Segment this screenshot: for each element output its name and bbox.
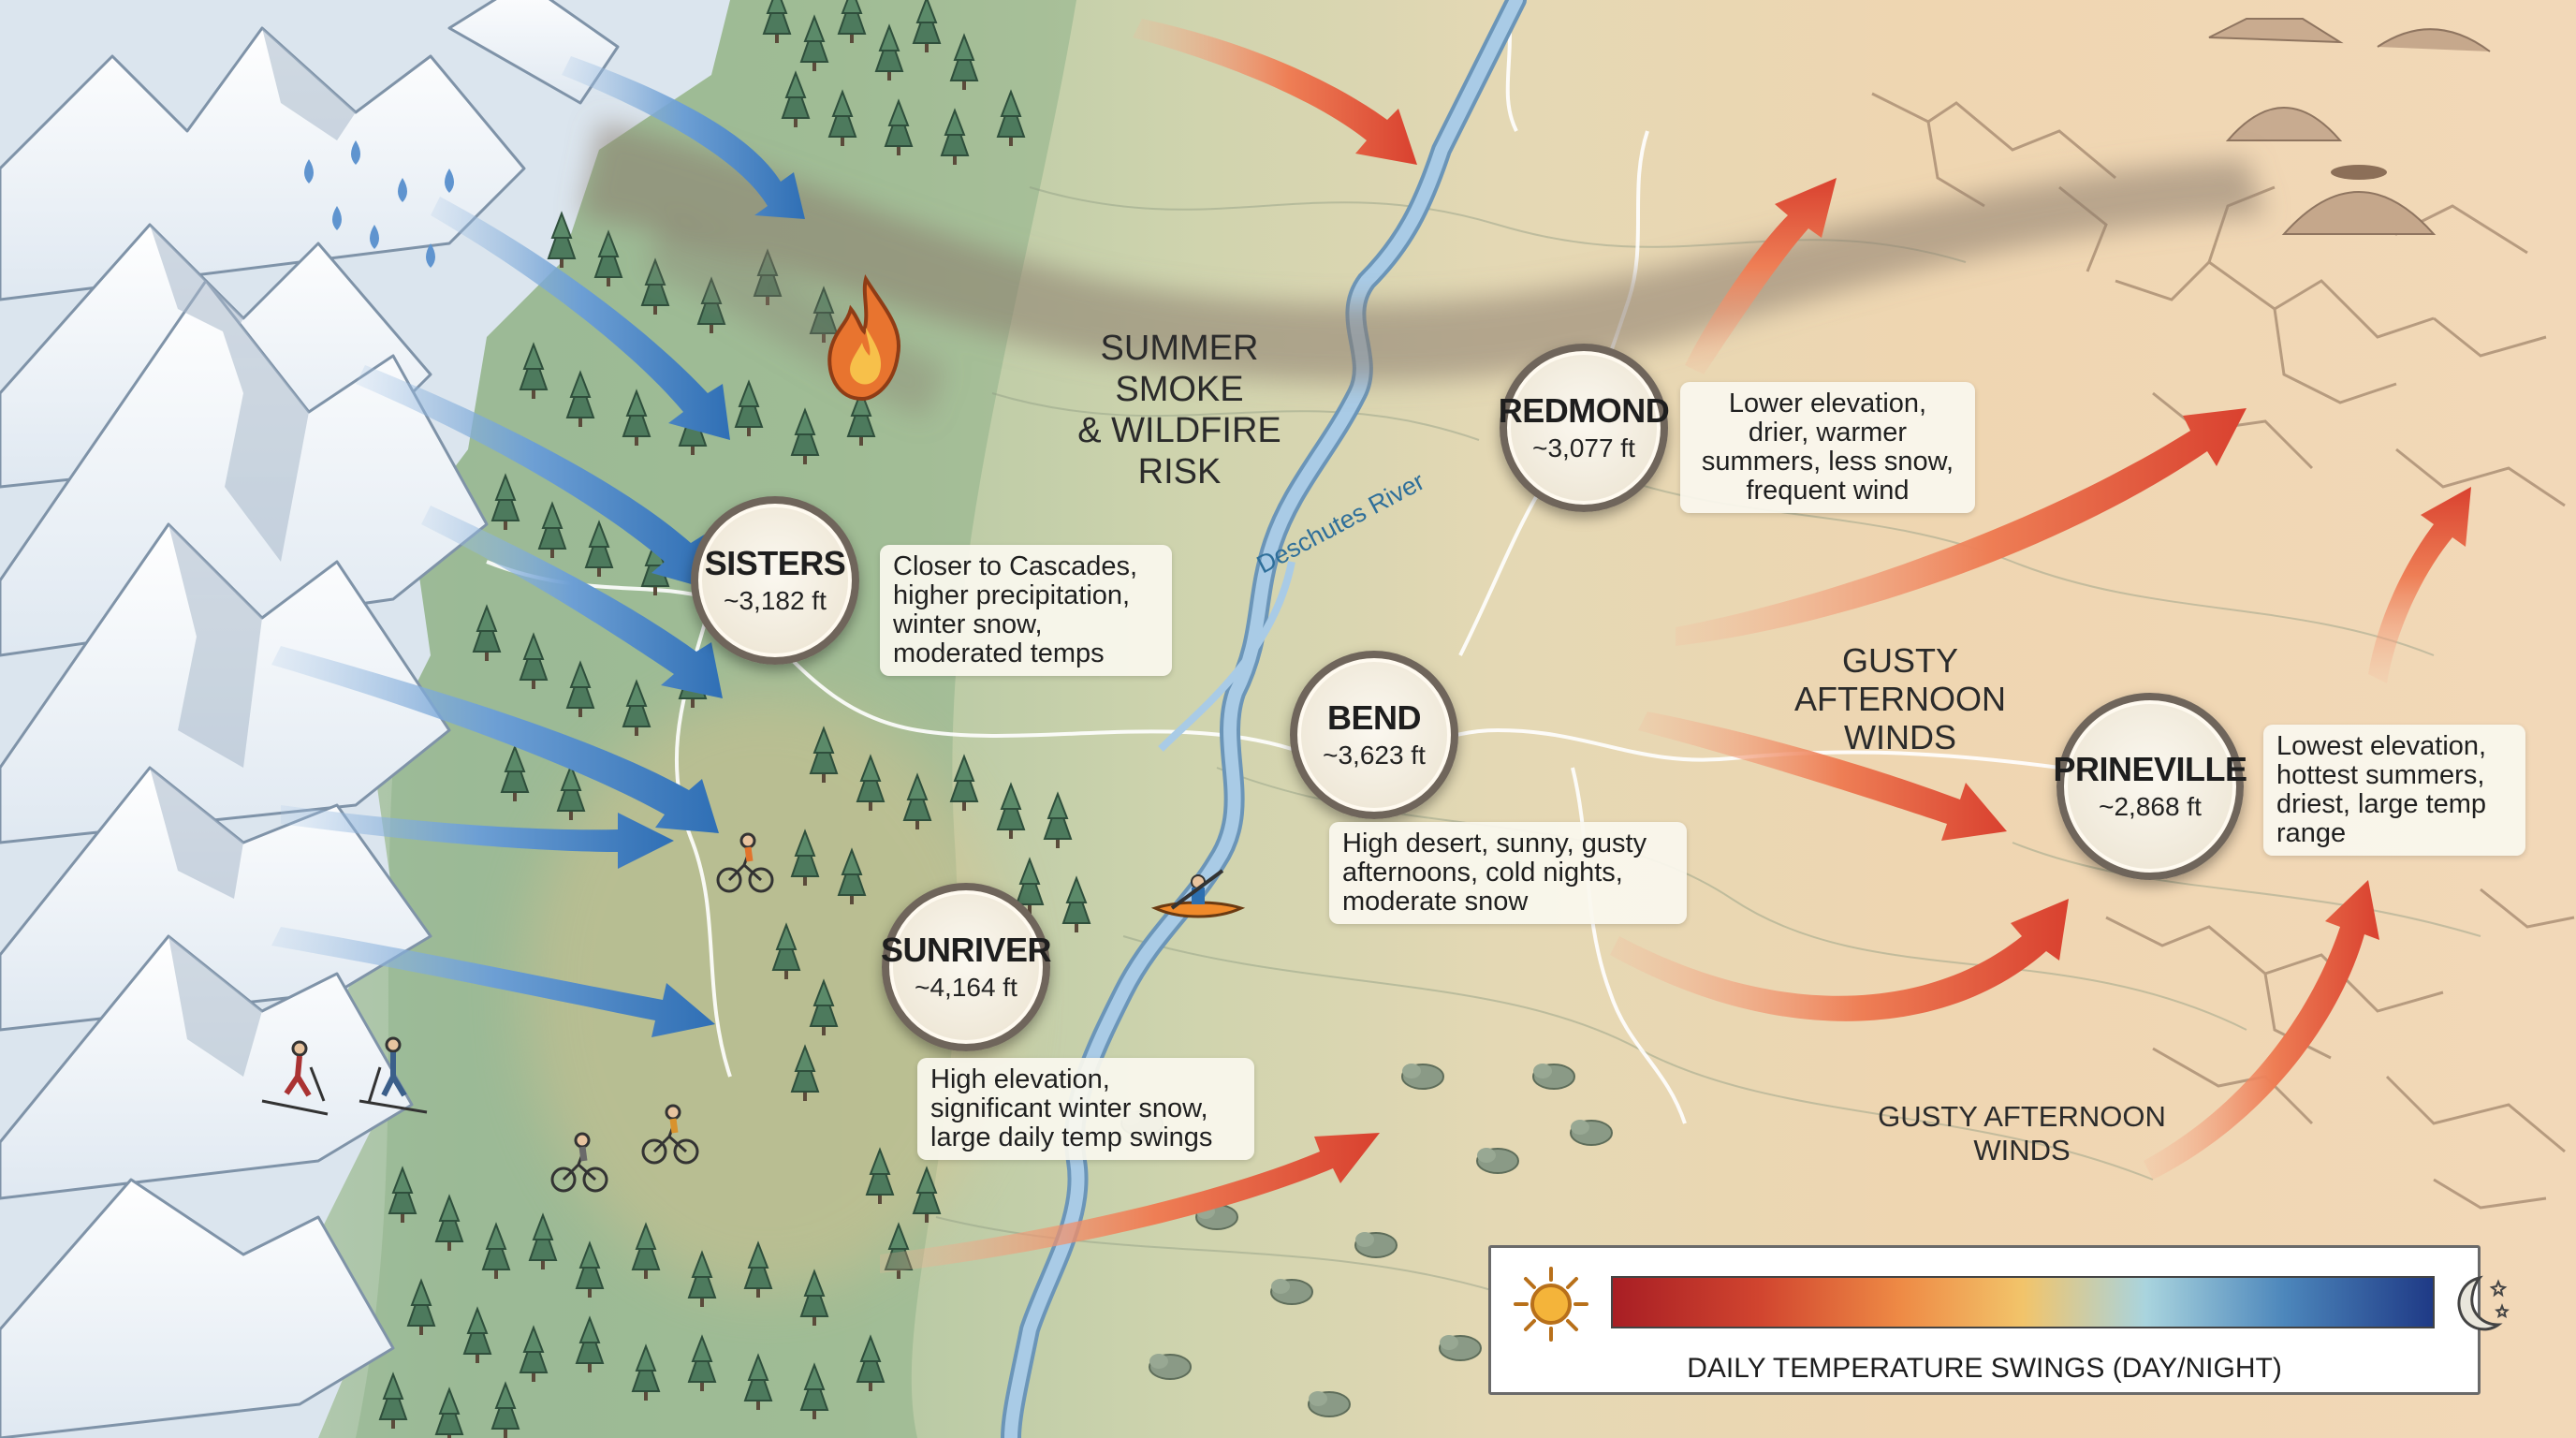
town-elevation: ~3,623 ft [1323,741,1426,770]
kayaker-icon [1150,869,1246,918]
note-line: High elevation, [930,1064,1110,1094]
note-line: winter snow, [893,609,1043,639]
deschutes-river [1001,0,1527,1438]
temperature-legend: DAILY TEMPERATURE SWINGS (DAY/NIGHT) [1488,1245,2510,1395]
sun-icon [1514,1267,1588,1342]
temperature-gradient-bar [1611,1276,2435,1328]
gusty-winds-label-upper: GUSTY AFTERNOON WINDS [1769,641,2031,756]
moisture-arrows [271,56,805,1037]
fire-icon [827,273,901,402]
town-note-prineville: Lowest elevation, hottest summers, dries… [2263,725,2525,856]
cyclist-icon [550,832,774,1193]
wind-arrows [880,19,2471,1273]
note-line: afternoons, cold nights, [1342,858,1623,888]
gusty-label-line: AFTERNOON [1793,680,2006,718]
note-line: higher precipitation, [893,580,1131,610]
town-elevation: ~2,868 ft [2099,792,2202,821]
note-line: Closer to Cascades, [893,551,1138,581]
moon-icon [2457,1275,2510,1331]
note-line: large daily temp swings [930,1123,1213,1152]
town-marker-redmond[interactable]: REDMOND ~3,077 ft [1498,344,1670,512]
gusty-label-line: GUSTY AFTERNOON [1878,1100,2166,1133]
smoke-label-line: SUMMER SMOKE [1100,329,1259,409]
gusty-label-line: WINDS [1973,1134,2071,1167]
skier-icon [261,1036,428,1116]
town-marker-sunriver[interactable]: SUNRIVER ~4,164 ft [880,883,1052,1051]
smoke-label-line: & WILDFIRE RISK [1077,411,1281,492]
town-marker-prineville[interactable]: PRINEVILLE ~2,868 ft [2053,693,2247,880]
smoke-wildfire-label: SUMMER SMOKE & WILDFIRE RISK [1039,328,1320,492]
note-line: driest, large temp [2276,789,2487,819]
town-elevation: ~3,182 ft [724,586,827,615]
gusty-label-line: WINDS [1844,718,1956,756]
town-elevation: ~3,077 ft [1532,433,1635,462]
note-line: summers, less snow, [1701,447,1954,477]
note-line: drier, warmer [1748,418,1908,448]
town-name: PRINEVILLE [2053,750,2247,788]
town-name: SISTERS [704,544,846,582]
town-marker-bend[interactable]: BEND ~3,623 ft [1290,651,1458,819]
town-name: REDMOND [1498,391,1670,430]
note-line: range [2276,818,2347,848]
town-name: SUNRIVER [880,931,1052,969]
town-note-redmond: Lower elevation, drier, warmer summers, … [1680,382,1975,513]
town-name: BEND [1326,698,1422,737]
note-line: Lower elevation, [1728,389,1927,418]
note-line: frequent wind [1746,476,1910,506]
legend-label: DAILY TEMPERATURE SWINGS (DAY/NIGHT) [1687,1353,2282,1384]
cinder-cones [2208,18,2491,235]
note-line: moderate snow [1342,887,1529,917]
raindrop-icons [304,140,454,268]
note-line: hottest summers, [2276,760,2485,790]
town-elevation: ~4,164 ft [915,973,1017,1002]
smoke-plume [580,122,2265,419]
gusty-label-line: GUSTY [1841,641,1958,680]
town-note-bend: High desert, sunny, gusty afternoons, co… [1329,822,1687,924]
town-note-sunriver: High elevation, significant winter snow,… [917,1058,1254,1160]
town-marker-sisters[interactable]: SISTERS ~3,182 ft [691,496,859,665]
note-line: High desert, sunny, gusty [1342,829,1647,858]
note-line: moderated temps [893,638,1105,668]
town-note-sisters: Closer to Cascades, higher precipitation… [880,545,1172,676]
gusty-winds-label-lower: GUSTY AFTERNOON WINDS [1872,1100,2172,1167]
note-line: significant winter snow, [930,1093,1208,1123]
note-line: Lowest elevation, [2276,731,2487,761]
